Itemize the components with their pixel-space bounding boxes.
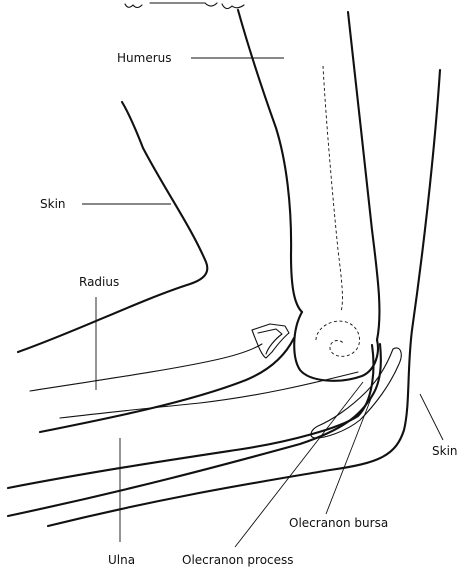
radius-head-inner [258, 329, 282, 354]
label-olecranon-process: Olecranon process [182, 553, 294, 567]
humerus-right-outline [348, 12, 379, 340]
humerus-left-outline [238, 10, 302, 312]
cropped-caption-fragment [125, 3, 244, 9]
humerus-hidden-edge [323, 66, 342, 312]
label-humerus: Humerus [117, 51, 172, 65]
radius-shaft-upper [30, 344, 262, 391]
label-skin-right: Skin [432, 444, 458, 458]
trochlea-hidden-circle [316, 321, 360, 356]
label-olecranon-bursa: Olecranon bursa [289, 516, 388, 530]
humeral-condyle-outline [294, 312, 378, 381]
olecranon-bursa-sac [311, 348, 401, 438]
forearm-upper-skin [18, 102, 207, 352]
ulna-lower-shaft [40, 338, 294, 432]
olecranon-bursa-leader [326, 396, 372, 514]
label-skin-left: Skin [40, 197, 66, 211]
posterior-skin-line [48, 70, 440, 526]
ulna-olecranon-process [8, 345, 373, 488]
label-ulna: Ulna [108, 553, 135, 567]
label-radius: Radius [79, 275, 119, 289]
skin-right-leader [420, 394, 443, 440]
